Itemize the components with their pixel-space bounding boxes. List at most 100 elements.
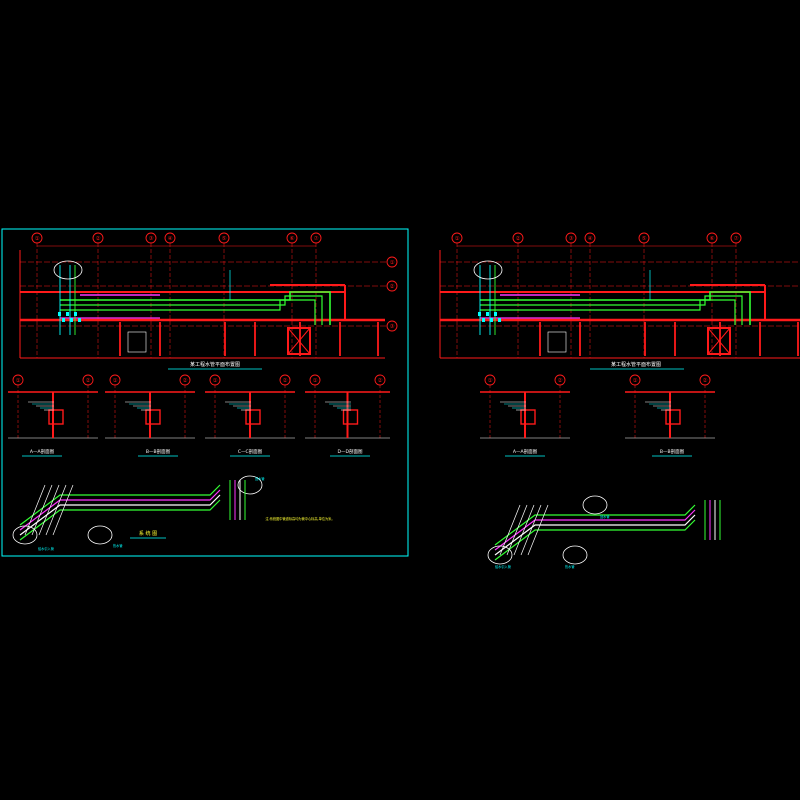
iso-right-callout-2 [562, 545, 588, 565]
iso-right-diag-2 [506, 504, 528, 556]
section-left-4-bubble-2-label: ② [378, 377, 383, 384]
sheet-left-plan-stair [287, 327, 311, 355]
iso-right-pipe-4 [494, 519, 696, 561]
sheet-left-plan-col-bubble-5-label: ⑤ [222, 236, 227, 242]
sheet-left-iso-note: 注:系统图中管道标高均为管中心标高,单位为米。 [265, 516, 334, 521]
section-left-4-bubble-1-label: ① [313, 378, 318, 384]
sheet-left-plan-col-bubble-7-label: ⑦ [314, 235, 319, 242]
sheet-left-plan-row-bubble-2-circle [386, 280, 398, 292]
sheet-right-sections: ① ② ① ② [480, 374, 715, 440]
sheet-right-plan-fixture-6 [498, 318, 501, 322]
section-right-1-bubble-1-label: ① [488, 378, 493, 384]
sheet-right-plan-title: 某工程水管平面布置图 [611, 361, 661, 368]
iso-left-pipe-1 [19, 484, 221, 526]
iso-left-callout-3 [237, 475, 263, 495]
section-left-3-bubble-2-label: ② [283, 377, 288, 384]
sheet-right-plan-stair-x2 [707, 327, 731, 355]
sheet-left-plan-col-bubble-1-label: ① [35, 236, 40, 242]
sheet-left-plan-pipe-green-2 [60, 295, 323, 325]
section-right-2-bubble-1-label: ① [633, 378, 638, 384]
section-right-1-beam [520, 409, 536, 425]
sheet-right-plan-pipe-green-2 [480, 295, 743, 325]
iso-right-diag-5 [527, 504, 549, 556]
section-left-1-bubble-1-label: ① [16, 378, 21, 384]
sheet-left-plan-fixture-2 [62, 318, 65, 322]
section-left-1-beam [48, 409, 64, 425]
sheet-right-plan-col-bubble-5-label: ⑤ [642, 236, 647, 242]
sheet-left-plan-row-bubble-2-label: ② [390, 283, 395, 290]
iso-right-callout-3 [582, 495, 608, 515]
section-caption-left-c: C—C剖面图 [238, 448, 263, 455]
sheet-left-plan-pipe-green-3 [60, 299, 316, 325]
sheet-right-plan-fixture-4 [490, 318, 493, 322]
iso-left-diag-5 [52, 484, 74, 536]
sheet-left-plan-col-bubble-4-label: ④ [168, 236, 173, 242]
sheet-right-plan-col-bubble-4-label: ④ [588, 236, 593, 242]
sheet-right-plan-col-bubble-3-label: ③ [569, 236, 574, 242]
sheet-left-plan-row-bubble-3-label: ③ [390, 324, 395, 330]
sheet-left-plan-col-bubble-2-label: ② [96, 235, 101, 242]
sheet-left-plan-fixture-3 [66, 312, 69, 316]
section-left-3-beam [245, 409, 261, 425]
iso-right-diag-4 [520, 504, 542, 556]
sheet-left-plan-fixture-4 [70, 318, 73, 322]
sheet-right-plan-fixture-2 [482, 318, 485, 322]
iso-right-pipe-3 [494, 514, 696, 556]
iso-right-callout-1 [487, 545, 513, 565]
section-right-1-bubble-2-label: ② [558, 377, 563, 384]
section-left-2-beam [145, 409, 161, 425]
sheet-right-plan-pipe-green-3 [480, 299, 736, 325]
sheet-right-plan-col-bubble-2-label: ② [516, 235, 521, 242]
section-caption-right-b: B—B剖面图 [660, 448, 685, 455]
section-right-2-beam [665, 409, 681, 425]
sheet-right-plan-stair [707, 327, 731, 355]
section-left-2-bubble-2-label: ② [183, 377, 188, 384]
iso-left-callout-1: 给水引入管 [38, 546, 54, 551]
iso-right-pipe-1 [494, 504, 696, 546]
sheet-right-plan-col-bubble-1-label: ① [455, 236, 460, 242]
sheet-right-plan-fixture-5 [494, 312, 497, 316]
sheet-left-plan-row-bubble-3-circle [386, 320, 398, 332]
sheet-right-plan-detail-callout [473, 260, 503, 280]
sheet-right-plan-equipment [547, 331, 567, 353]
iso-right-callout-1: 给水引入管 [495, 564, 511, 569]
sheet-left-isometric [12, 475, 263, 545]
sheet-right-plan-pipe-green-1 [480, 291, 751, 325]
iso-left-callout-2: 热水管 [113, 543, 123, 548]
sheet-left-iso-title: 系 统 图 [139, 530, 157, 537]
iso-left-pipe-4 [19, 499, 221, 541]
sheet-left-plan-equipment [127, 331, 147, 353]
section-left-2-bubble-1-label: ① [113, 378, 118, 384]
sheet-right-plan-fixture-3 [486, 312, 489, 316]
sheet-right-plan-col-bubble-6-label: ⑥ [710, 236, 715, 242]
iso-left-callout-3: 回水管 [255, 476, 265, 481]
iso-left-callout-1 [12, 525, 38, 545]
iso-left-diag-4 [45, 484, 67, 536]
iso-left-diag-2 [31, 484, 53, 536]
sheet-right-plan-col-bubble-7-label: ⑦ [734, 235, 739, 242]
iso-left-diag-3 [38, 484, 60, 536]
sheet-right-isometric [487, 495, 721, 565]
section-caption-left-b: B—B剖面图 [146, 448, 171, 455]
sheet-left-plan-fixture-1 [58, 312, 61, 316]
sheet-left-plan-fixture-5 [74, 312, 77, 316]
iso-left-pipe-3 [19, 494, 221, 536]
iso-left-callout-2 [87, 525, 113, 545]
sheet-left-plan-title: 某工程水管平面布置图 [190, 361, 240, 368]
section-caption-left-d: D—D剖面图 [338, 448, 363, 455]
sheet-left-plan-stair-x2 [287, 327, 311, 355]
sheet-left-frame [1, 228, 409, 557]
sheet-left-plan-detail-callout [53, 260, 83, 280]
section-left-1-bubble-2-label: ② [86, 377, 91, 384]
iso-right-diag-3 [513, 504, 535, 556]
sheet-left-plan-row-bubble-1-circle [386, 256, 398, 268]
section-caption-right-a: A—A剖面图 [513, 448, 538, 455]
sheet-left-plan-fixture-6 [78, 318, 81, 322]
iso-right-callout-2: 热水管 [565, 564, 575, 569]
iso-right-callout-3: 回水管 [600, 514, 610, 519]
section-right-2-bubble-2-label: ② [703, 377, 708, 384]
sheet-left-plan-col-bubble-3-label: ③ [149, 236, 154, 242]
